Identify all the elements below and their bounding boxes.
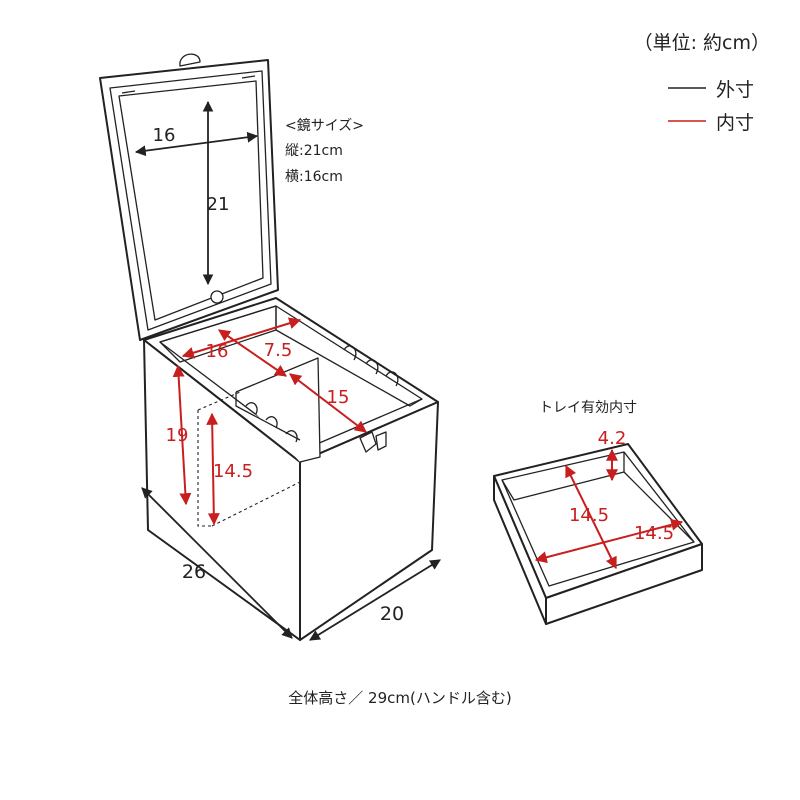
tray-depth-label: 14.5 <box>569 505 609 526</box>
inner-width-label: 16 <box>206 341 229 362</box>
unit-note: （単位: 約cm） <box>634 32 770 54</box>
inner-height-label: 19 <box>166 425 189 446</box>
tray-width-dim <box>534 518 684 564</box>
outer-width-dim <box>309 559 441 641</box>
inner-height2-label: 14.5 <box>213 461 253 482</box>
tray-height-label: 4.2 <box>598 428 627 449</box>
outer-depth-dim <box>141 487 293 639</box>
mirror-width-dim <box>134 131 259 157</box>
tray-width-label: 14.5 <box>634 523 674 544</box>
mirror-height-label: 21 <box>207 194 230 215</box>
total-height-note: 全体高さ／ 29cm(ハンドル含む) <box>288 689 511 707</box>
box-lid <box>99 53 279 341</box>
inner-small-label: 7.5 <box>264 340 293 361</box>
inner-small-dim <box>218 329 287 377</box>
inner-depth-dim <box>289 373 367 433</box>
legend-outer-label: 外寸 <box>716 79 754 101</box>
inner-height-dim <box>172 364 192 506</box>
outer-depth-label: 26 <box>182 561 206 583</box>
inner-height2-dim <box>206 412 220 526</box>
mirror-heading: <鏡サイズ> <box>285 118 364 134</box>
mirror-height-note: 縦:21cm <box>285 143 343 159</box>
mirror-width-note: 横:16cm <box>285 169 343 185</box>
inner-depth-label: 15 <box>327 387 350 408</box>
outer-width-label: 20 <box>380 603 404 625</box>
legend-inner-label: 内寸 <box>716 112 754 134</box>
mirror-width-label: 16 <box>153 125 176 146</box>
tray-title: トレイ有効内寸 <box>539 400 637 416</box>
